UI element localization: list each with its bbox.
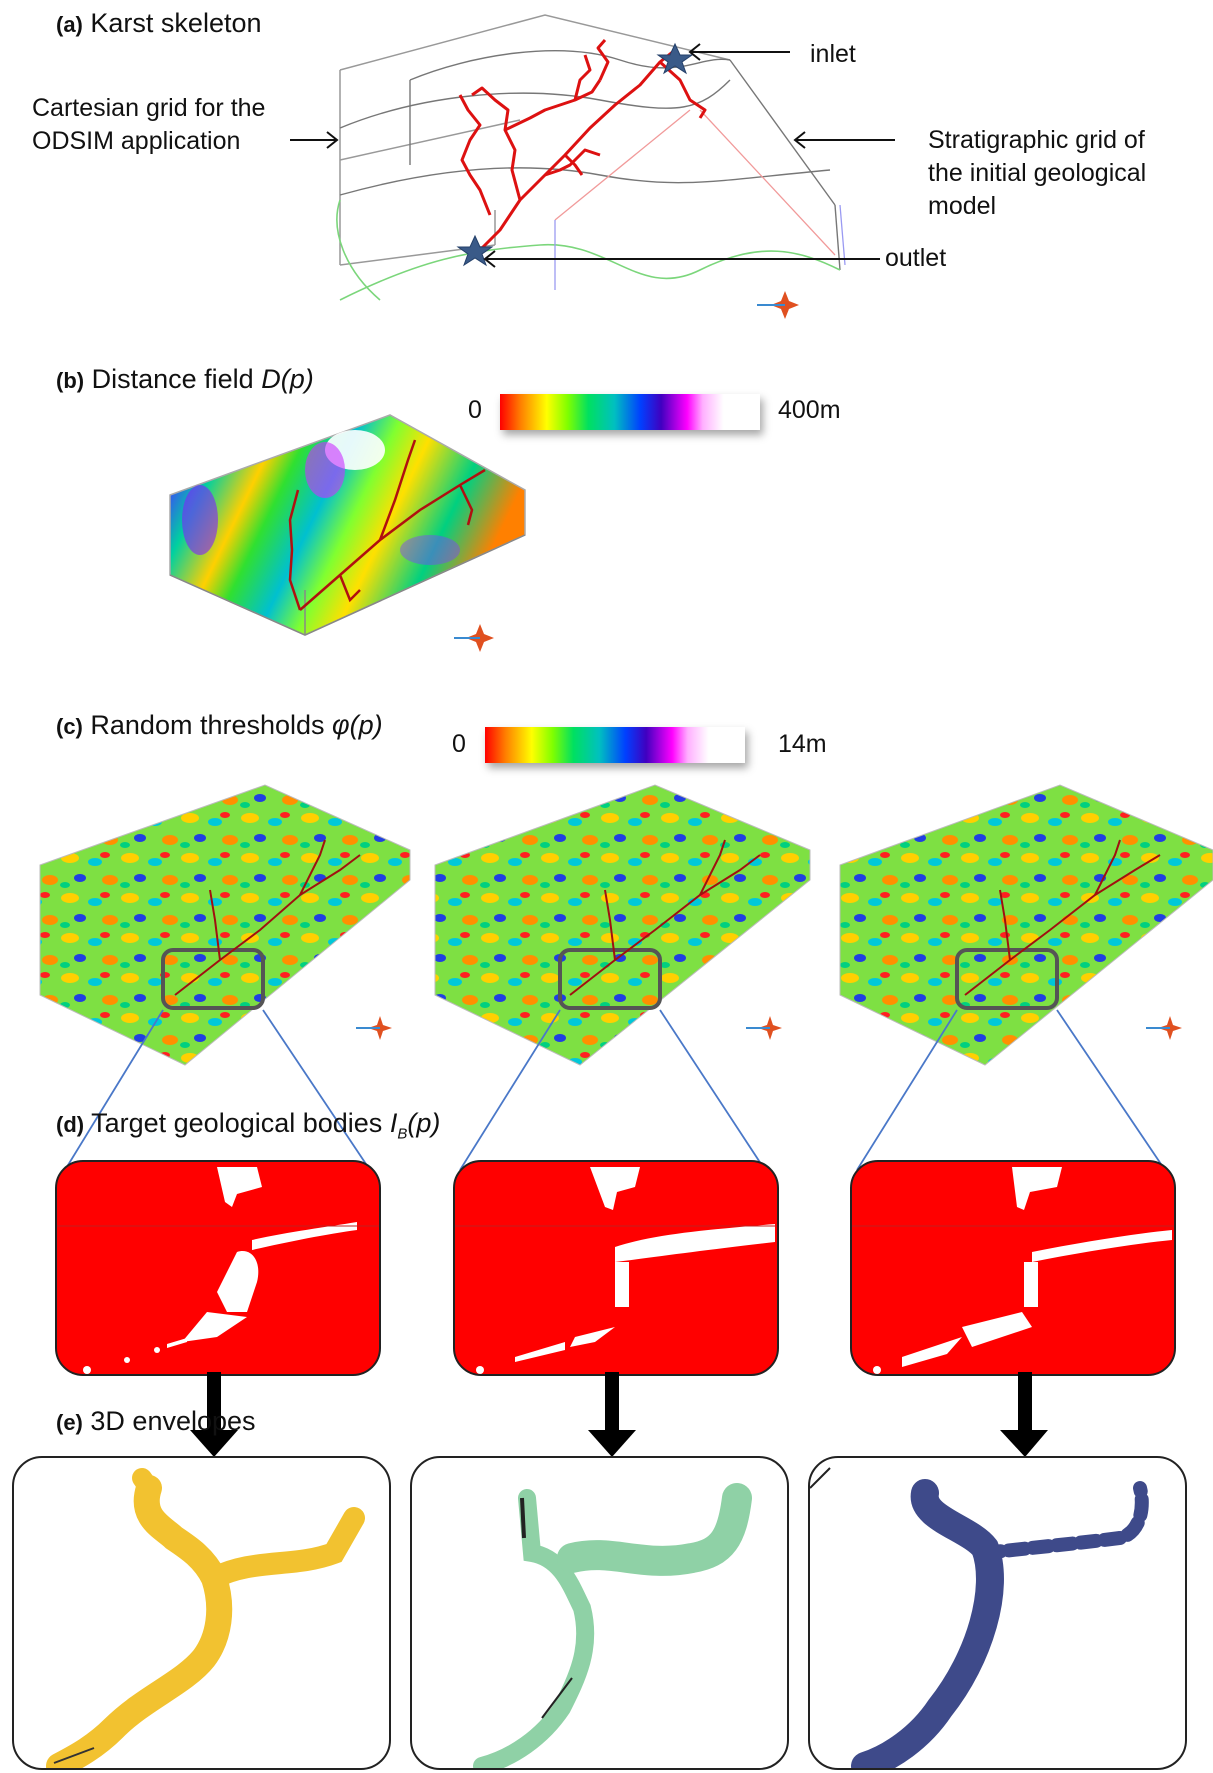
panel-a-tag: (a) (56, 12, 83, 37)
zoom-connectors (64, 1009, 1166, 1171)
compass-icon (454, 624, 494, 652)
compass-icon (356, 1016, 392, 1040)
panel-c-tag: (c) (56, 714, 83, 739)
envelope-panel-2 (410, 1456, 789, 1770)
annotation-arrows (290, 43, 895, 268)
outlet-label: outlet (885, 244, 947, 272)
distance-scale-min: 0 (468, 396, 482, 424)
panel-d-title: (d) Target geological bodies IB(p) (56, 1108, 441, 1143)
down-arrows (190, 1372, 1048, 1457)
panel-b-title: (b) Distance field D(p) (56, 364, 314, 394)
panel-a-title-text: Karst skeleton (90, 8, 262, 38)
distance-scale-max: 400m (778, 396, 841, 424)
target-body-panel-1 (55, 1160, 381, 1376)
outlet-star-icon (456, 234, 494, 267)
envelope-panel-3 (808, 1456, 1187, 1770)
karst-network (458, 39, 707, 257)
inlet-label: inlet (810, 40, 856, 68)
inlet-star-icon (656, 42, 694, 75)
target-body-panel-2 (453, 1160, 779, 1376)
threshold-scale-max: 14m (778, 730, 827, 758)
distance-field-block (169, 414, 526, 652)
threshold-scale-min: 0 (452, 730, 466, 758)
threshold-block-1 (39, 784, 411, 1066)
panel-a-title: (a) Karst skeleton (56, 8, 262, 39)
distance-colorbar (500, 394, 760, 430)
lower-boundary (339, 244, 841, 301)
threshold-block-3 (839, 784, 1213, 1066)
compass-icon (1146, 1016, 1182, 1040)
threshold-colorbar (485, 727, 745, 763)
panel-b-tag: (b) (56, 368, 85, 393)
panel-d-tag: (d) (56, 1112, 85, 1137)
panel-c-title: (c) Random thresholds φ(p) (56, 710, 383, 740)
envelope-panel-1 (12, 1456, 391, 1770)
threshold-block-2 (434, 784, 811, 1066)
panel-e-title: (e) 3D envelopes (56, 1406, 256, 1436)
target-body-panel-3 (850, 1160, 1176, 1376)
compass-icon (746, 1016, 782, 1040)
stratigraphic-grid (339, 50, 841, 271)
cartesian-grid-label: Cartesian grid for the ODSIM application (32, 94, 266, 155)
stratigraphic-grid-label: Stratigraphic grid of the initial geolog… (928, 126, 1147, 220)
compass-icon (757, 291, 799, 319)
karst-skeleton-figure (290, 14, 895, 319)
threshold-blocks (39, 784, 1213, 1066)
panel-e-tag: (e) (56, 1410, 83, 1435)
